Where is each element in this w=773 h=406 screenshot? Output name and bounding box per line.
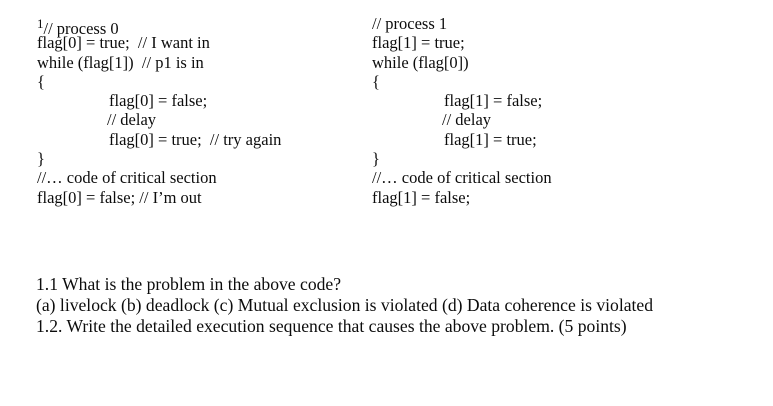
code-line: } xyxy=(37,149,367,168)
code-line: flag[1] = false; xyxy=(372,91,732,110)
code-line: flag[1] = true; xyxy=(372,33,732,52)
code-line: flag[0] = false; xyxy=(37,91,367,110)
code-line: flag[1] = true; xyxy=(372,130,732,149)
code-line-text: while (flag[1]) // p1 is in xyxy=(37,52,204,72)
code-line: { xyxy=(37,72,367,91)
code-line-text: flag[1] = true; xyxy=(444,129,537,149)
code-line: flag[0] = false; // I’m out xyxy=(37,188,367,207)
code-line-text: //… code of critical section xyxy=(372,168,552,188)
code-line-text: // delay xyxy=(107,110,157,130)
code-line-text: flag[1] = false; xyxy=(444,91,543,111)
code-line-text: { xyxy=(372,71,380,91)
code-line: flag[0] = true; // I want in xyxy=(37,33,367,52)
code-line-text: flag[1] = true; xyxy=(372,33,465,53)
code-line-text: while (flag[0]) xyxy=(372,52,469,72)
code-line: while (flag[0]) xyxy=(372,53,732,72)
code-line: flag[1] = false; xyxy=(372,188,732,207)
question-line: (a) livelock (b) deadlock (c) Mutual exc… xyxy=(36,295,654,315)
code-line-text: // process 1 xyxy=(372,14,448,33)
code-line-text: flag[1] = false; xyxy=(372,187,471,207)
code-line: } xyxy=(372,149,732,168)
code-line-text: flag[0] = true; // I want in xyxy=(37,33,210,53)
code-line: // delay xyxy=(37,110,367,129)
code-line-text: // delay xyxy=(442,110,492,130)
code-line: while (flag[1]) // p1 is in xyxy=(37,53,367,72)
code-line-text: flag[0] = true; // try again xyxy=(109,129,282,149)
code-line: // delay xyxy=(372,110,732,129)
code-line-text: { xyxy=(37,71,45,91)
code-line: //… code of critical section xyxy=(37,168,367,187)
code-line-text: } xyxy=(37,149,45,169)
question-line: 1.1 What is the problem in the above cod… xyxy=(36,274,342,294)
code-line: { xyxy=(372,72,732,91)
code-line: flag[0] = true; // try again xyxy=(37,130,367,149)
question-line: 1.2. Write the detailed execution sequen… xyxy=(36,316,627,336)
questions-block: 1.1 What is the problem in the above cod… xyxy=(36,274,756,337)
code-line-text: //… code of critical section xyxy=(37,168,217,188)
code-line-text: // process 0 xyxy=(43,19,119,38)
code-line-text: } xyxy=(372,149,380,169)
code-line-text: flag[0] = false; // I’m out xyxy=(37,187,202,207)
code-line-text: flag[0] = false; xyxy=(109,91,208,111)
code-line: 1// process 0 xyxy=(37,14,367,38)
question-number-marker: 1 xyxy=(37,16,44,31)
code-line: //… code of critical section xyxy=(372,168,732,187)
code-line: // process 1 xyxy=(372,14,732,33)
